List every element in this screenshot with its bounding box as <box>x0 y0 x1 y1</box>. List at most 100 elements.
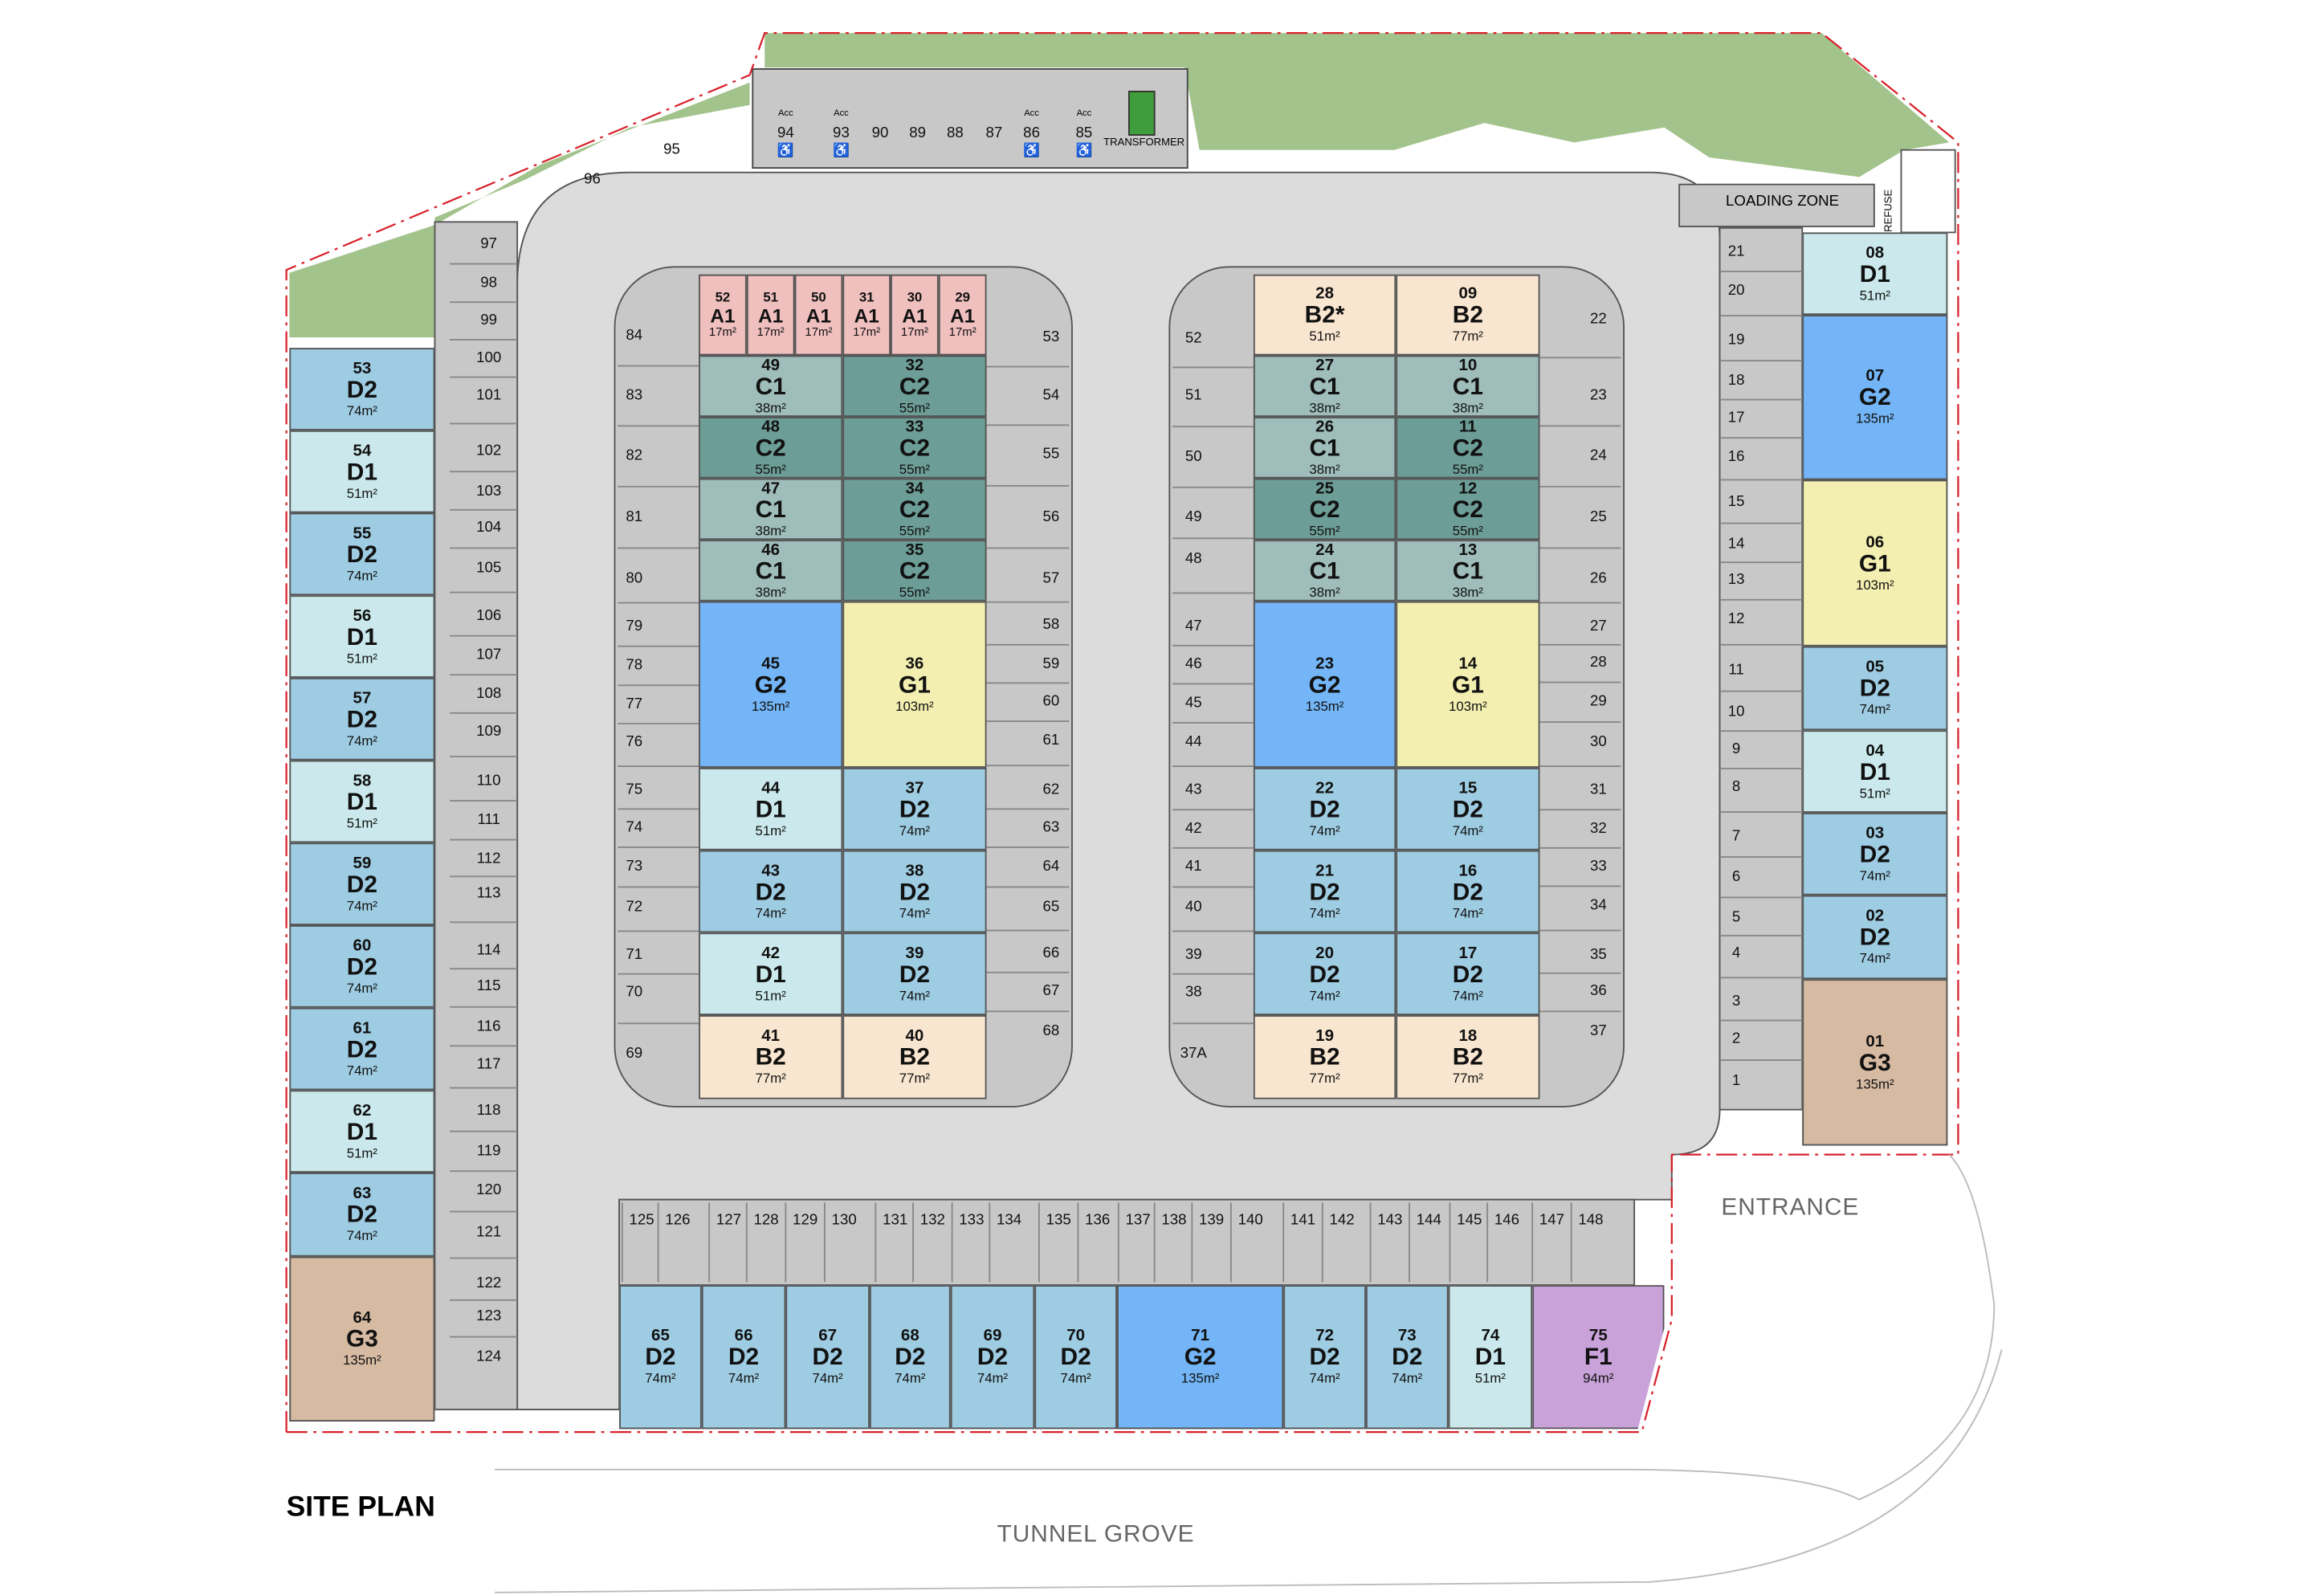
unit-number: 16 <box>1458 861 1478 880</box>
parking-space-88: 88 <box>946 124 964 142</box>
parking-space-102: 102 <box>476 443 502 460</box>
unit-type: A1 <box>805 304 831 328</box>
parking-space-4: 4 <box>1731 945 1741 962</box>
unit-area: 74m² <box>1452 822 1484 838</box>
unit-type: G2 <box>1184 1344 1217 1371</box>
unit-number: 57 <box>353 688 372 708</box>
parking-space-35: 35 <box>1589 947 1607 964</box>
parking-space-85: 85 <box>1075 124 1093 142</box>
unit-area: 77m² <box>1309 1071 1340 1086</box>
unit-number: 66 <box>734 1327 753 1345</box>
unit-number: 52 <box>715 289 731 305</box>
parking-space-67: 67 <box>1042 982 1060 1000</box>
parking-space-42: 42 <box>1184 821 1202 838</box>
unit-number: 02 <box>1865 907 1885 926</box>
parking-space-139: 139 <box>1199 1212 1225 1230</box>
unit-area: 38m² <box>755 522 786 538</box>
top-parking-strip <box>752 67 1189 169</box>
parking-space-80: 80 <box>626 570 643 587</box>
parking-space-57: 57 <box>1042 570 1060 587</box>
unit-type: D2 <box>899 879 931 905</box>
parking-space-126: 126 <box>665 1212 691 1230</box>
unit-type: B2 <box>899 1045 931 1071</box>
unit-number: 44 <box>761 778 781 798</box>
